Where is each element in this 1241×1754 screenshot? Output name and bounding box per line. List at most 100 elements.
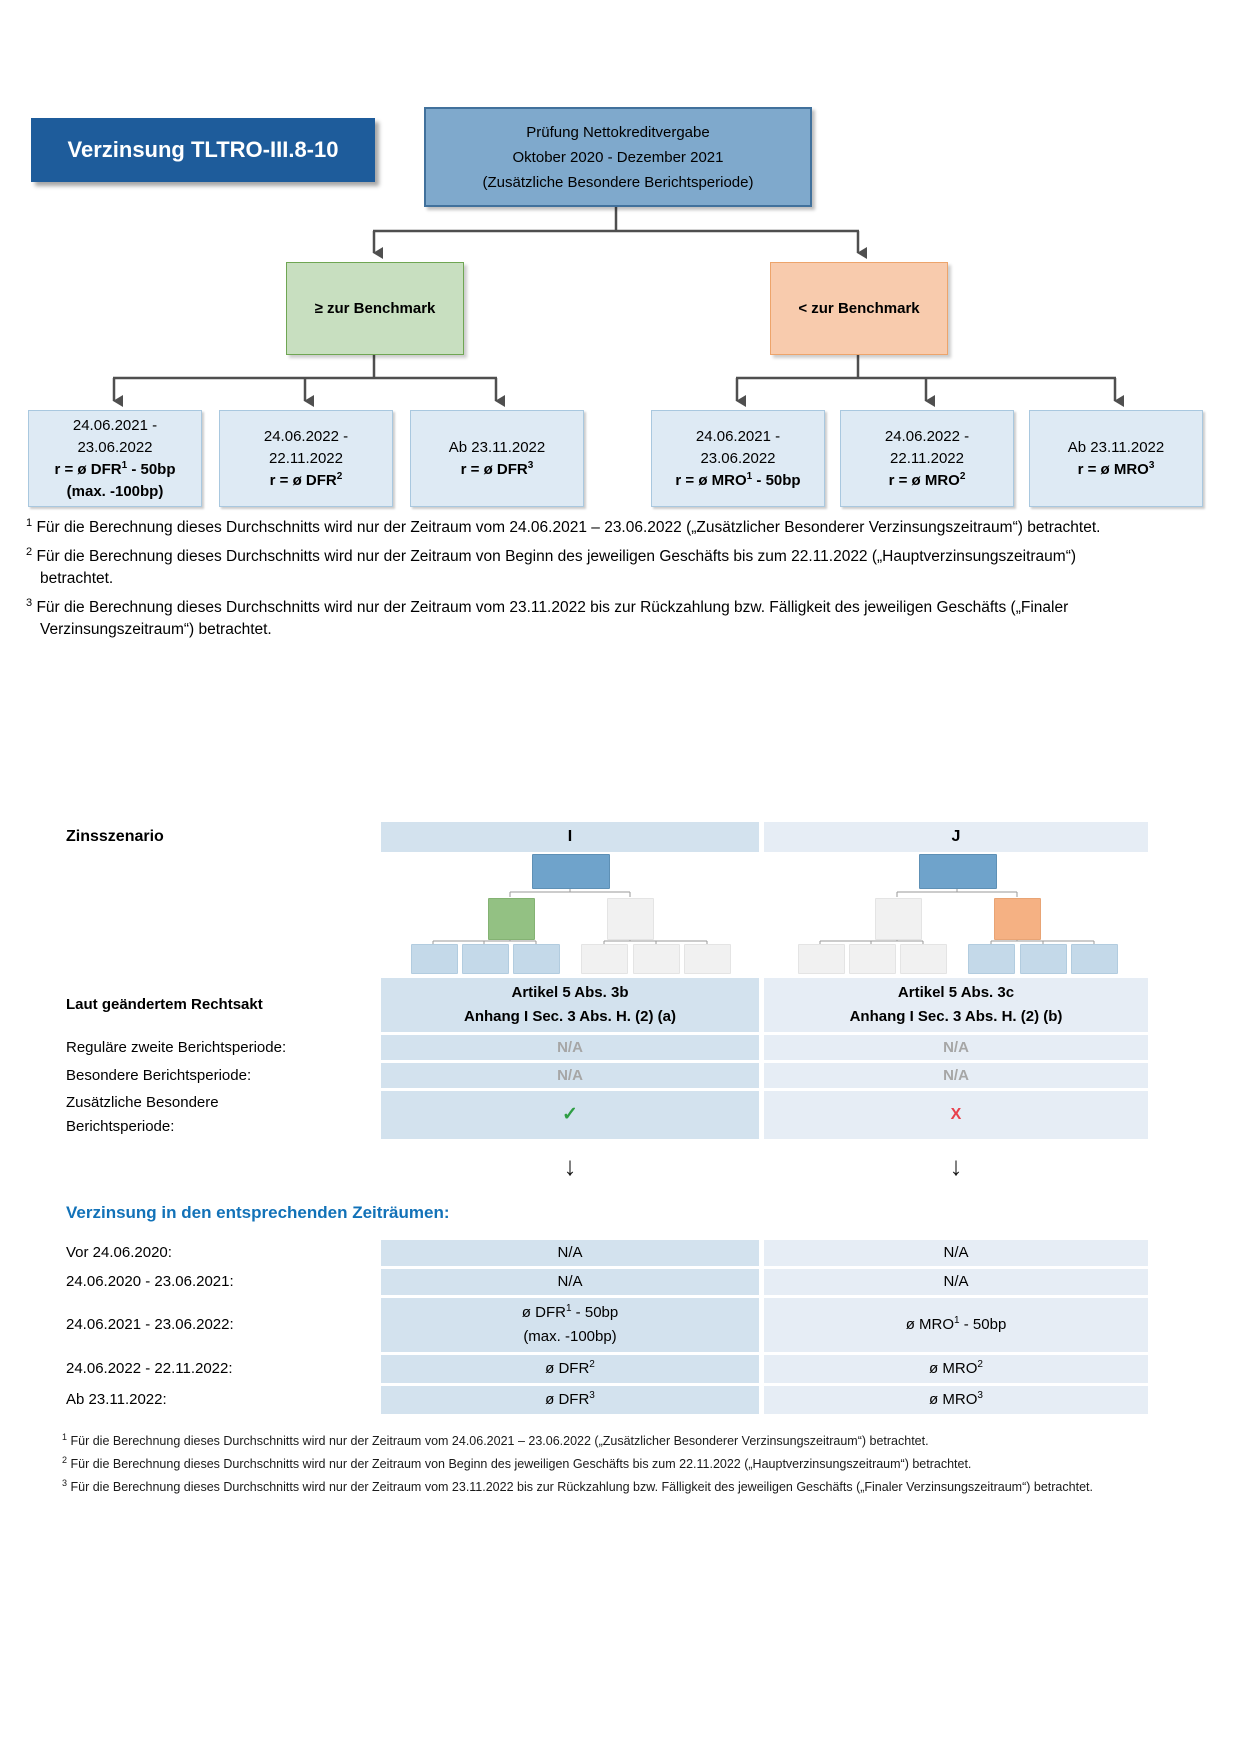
footnote-1: 1 Für die Berechnung dieses Durchschnitt… <box>62 1432 929 1449</box>
footnote-marker: 3 <box>62 1478 68 1489</box>
table-cell: N/A <box>764 1269 1148 1295</box>
table-cell-rechtsakt-i: Artikel 5 Abs. 3b Anhang I Sec. 3 Abs. H… <box>381 978 759 1032</box>
footnote-2: 2 Für die Berechnung dieses Durchschnitt… <box>62 1455 972 1472</box>
table-cell: N/A <box>381 1269 759 1295</box>
footnote-1: 1 Für die Berechnung dieses Durchschnitt… <box>26 517 1101 537</box>
root-line-3: (Zusätzliche Besondere Berichtsperiode) <box>482 173 754 191</box>
leaf-period: Ab 23.11.2022 <box>1067 438 1165 456</box>
leaf-period: 23.06.2022 <box>77 438 153 456</box>
branch-lt-benchmark: < zur Benchmark <box>770 262 948 355</box>
mini-leaf <box>900 944 947 974</box>
mini-branch-inactive <box>875 898 922 940</box>
footnote-3: 3 Für die Berechnung dieses Durchschnitt… <box>26 597 1069 639</box>
mini-leaf <box>968 944 1015 974</box>
mini-flowchart-scenario-i <box>410 854 731 974</box>
footnote-marker: 2 <box>26 546 33 559</box>
leaf-period: 24.06.2021 - <box>72 416 158 434</box>
table-cell: N/A <box>764 1063 1148 1088</box>
section-heading: Verzinsung in den entsprechenden Zeiträu… <box>66 1203 450 1222</box>
leaf-extra: (max. -100bp) <box>66 482 164 500</box>
mini-leaf <box>684 944 731 974</box>
mini-leaf <box>411 944 458 974</box>
footnote-marker: 3 <box>26 597 33 610</box>
leaf-rate: r = ø DFR3 <box>460 459 534 478</box>
table-cell-check: ✓ <box>381 1091 759 1139</box>
row-label-regulaere: Reguläre zweite Berichtsperiode: <box>66 1038 287 1056</box>
down-arrow-icon: ↓ <box>949 1150 963 1181</box>
mini-leaf <box>462 944 509 974</box>
flowchart-footnotes: 1 Für die Berechnung dieses Durchschnitt… <box>26 512 1130 643</box>
leaf-box-mro-1: 24.06.2021 - 23.06.2022 r = ø MRO1 - 50b… <box>651 410 825 507</box>
column-header-j: J <box>764 822 1148 852</box>
table-cell: N/A <box>764 1035 1148 1060</box>
flowchart-connectors <box>112 203 1124 407</box>
leaf-rate: r = ø MRO3 <box>1077 459 1155 478</box>
mini-leaf <box>581 944 628 974</box>
leaf-box-mro-2: 24.06.2022 - 22.11.2022 r = ø MRO2 <box>840 410 1014 507</box>
branch-ge-benchmark: ≥ zur Benchmark <box>286 262 464 355</box>
table-cell: ø DFR2 <box>381 1355 759 1383</box>
leaf-rate: r = ø DFR2 <box>269 470 343 489</box>
table-footnotes: 1 Für die Berechnung dieses Durchschnitt… <box>62 1428 1147 1497</box>
row-label-besondere: Besondere Berichtsperiode: <box>66 1066 252 1084</box>
table-cell: N/A <box>764 1240 1148 1266</box>
mini-branch-active <box>994 898 1041 940</box>
mini-flowchart-scenario-j <box>797 854 1118 974</box>
table-cell: ø DFR1 - 50bp (max. -100bp) <box>381 1298 759 1352</box>
footnote-marker: 2 <box>62 1455 68 1466</box>
leaf-box-mro-3: Ab 23.11.2022 r = ø MRO3 <box>1029 410 1203 507</box>
mini-root-box <box>532 854 610 889</box>
leaf-box-dfr-1: 24.06.2021 - 23.06.2022 r = ø DFR1 - 50b… <box>28 410 202 507</box>
table-corner-label: Zinsszenario <box>66 828 164 845</box>
table-cell: N/A <box>381 1035 759 1060</box>
table-cell-x: X <box>764 1091 1148 1139</box>
footnote-3: 3 Für die Berechnung dieses Durchschnitt… <box>62 1478 1093 1495</box>
leaf-period: Ab 23.11.2022 <box>448 438 546 456</box>
row-label: 24.06.2021 - 23.06.2022: <box>66 1316 234 1333</box>
down-arrow-icon: ↓ <box>563 1150 577 1181</box>
leaf-box-dfr-3: Ab 23.11.2022 r = ø DFR3 <box>410 410 584 507</box>
mini-leaf <box>849 944 896 974</box>
leaf-rate: r = ø MRO2 <box>888 470 966 489</box>
leaf-box-dfr-2: 24.06.2022 - 22.11.2022 r = ø DFR2 <box>219 410 393 507</box>
mini-leaf <box>798 944 845 974</box>
footnote-2: 2 Für die Berechnung dieses Durchschnitt… <box>26 546 1077 588</box>
row-label: 24.06.2020 - 23.06.2021: <box>66 1273 234 1290</box>
mini-leaf <box>1071 944 1118 974</box>
row-label: Vor 24.06.2020: <box>66 1244 172 1261</box>
mini-branch-active <box>488 898 535 940</box>
page-title: Verzinsung TLTRO-III.8-10 <box>31 118 375 182</box>
row-label-rechtsakt: Laut geändertem Rechtsakt <box>66 996 263 1013</box>
row-label: Ab 23.11.2022: <box>66 1391 167 1408</box>
row-label-zusaetzliche: Zusätzliche Besondere Berichtsperiode: <box>66 1094 219 1135</box>
table-cell: N/A <box>381 1063 759 1088</box>
root-line-2: Oktober 2020 - Dezember 2021 <box>512 148 724 166</box>
mini-leaf <box>513 944 560 974</box>
table-cell: ø MRO2 <box>764 1355 1148 1383</box>
table-cell-rechtsakt-j: Artikel 5 Abs. 3c Anhang I Sec. 3 Abs. H… <box>764 978 1148 1032</box>
leaf-rate: r = ø MRO1 - 50bp <box>675 470 801 489</box>
column-header-i: I <box>381 822 759 852</box>
root-line-1: Prüfung Nettokreditvergabe <box>526 123 710 141</box>
footnote-marker: 1 <box>26 517 33 529</box>
table-cell: ø MRO1 - 50bp <box>764 1298 1148 1352</box>
table-cell: N/A <box>381 1240 759 1266</box>
leaf-period: 22.11.2022 <box>890 449 964 467</box>
leaf-period: 24.06.2022 - <box>884 427 970 445</box>
leaf-period: 24.06.2021 - <box>695 427 781 445</box>
row-label: 24.06.2022 - 22.11.2022: <box>66 1360 233 1377</box>
footnote-marker: 1 <box>62 1432 68 1442</box>
x-icon: X <box>950 1106 962 1123</box>
flowchart-root-box: Prüfung Nettokreditvergabe Oktober 2020 … <box>424 107 812 207</box>
table-cell: ø MRO3 <box>764 1386 1148 1414</box>
leaf-period: 22.11.2022 <box>269 449 343 467</box>
table-cell: ø DFR3 <box>381 1386 759 1414</box>
mini-root-box <box>919 854 997 889</box>
check-icon: ✓ <box>562 1104 578 1125</box>
mini-leaf <box>633 944 680 974</box>
mini-leaf <box>1020 944 1067 974</box>
leaf-period: 23.06.2022 <box>700 449 776 467</box>
leaf-period: 24.06.2022 - <box>263 427 349 445</box>
mini-branch-inactive <box>607 898 654 940</box>
